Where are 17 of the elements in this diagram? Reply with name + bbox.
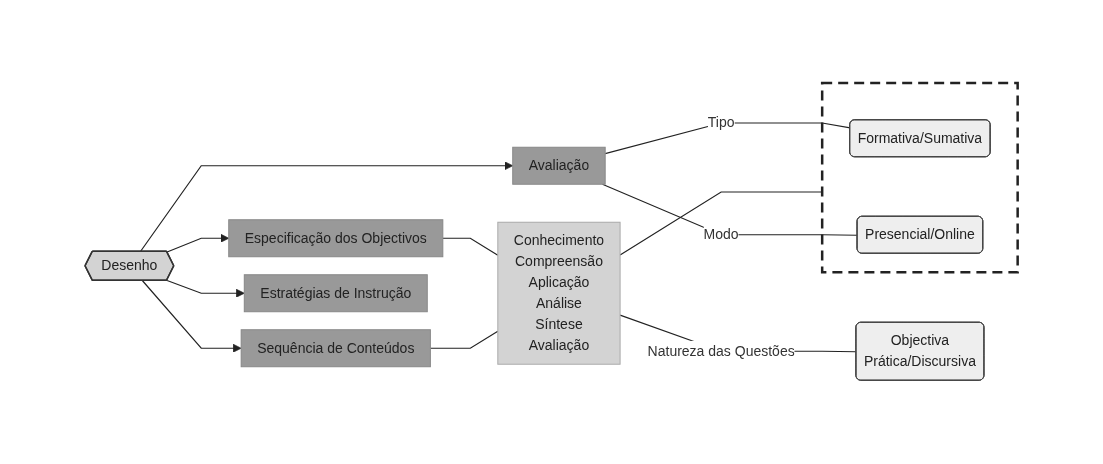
connector [442,238,499,257]
edge-label: Natureza das Questões [647,343,795,360]
node-box: Sequência de Conteúdos [240,329,432,368]
arrow [166,280,245,298]
node-box: Estratégias de Instrução [243,274,428,313]
arrow [166,234,230,253]
arrow [139,161,514,253]
edge-label: Modo [703,226,739,243]
node-box: Conhecimento Compreensão Aplicação Análise Síntese Avaliação [497,222,621,366]
node-box: Avaliação [512,147,606,186]
cluster [821,82,1020,274]
node-box: Especificação dos Objectivos [228,219,444,258]
arrow [142,280,242,353]
connector [619,191,823,257]
connector [429,330,499,350]
connector [604,122,851,155]
edge-label: Tipo [707,114,735,131]
